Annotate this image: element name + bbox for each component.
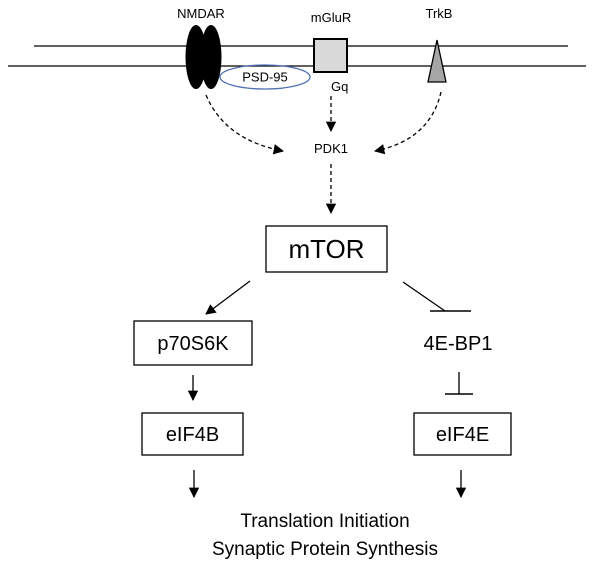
pdk1-label: PDK1 — [314, 141, 348, 156]
cell-membrane — [8, 45, 586, 67]
mglur-receptor — [313, 38, 348, 73]
trkb-to-pdk1-arrow — [373, 91, 442, 155]
eif4b-box — [141, 412, 244, 456]
eif4b-label: eIF4B — [166, 424, 219, 446]
psd95-scaffold — [219, 64, 311, 90]
outcome-line-2: Synaptic Protein Synthesis — [212, 539, 438, 560]
gq-label: Gq — [331, 79, 348, 94]
4ebp1-label: 4E-BP1 — [424, 333, 493, 355]
mglur-label: mGluR — [311, 10, 351, 25]
nmdar-subunit-right — [200, 25, 222, 89]
mtor-label: mTOR — [288, 234, 364, 264]
psd95-label: PSD-95 — [242, 70, 288, 85]
p70s6k-label: p70S6K — [157, 333, 229, 355]
mtor-inhibits-4ebp1-line — [402, 281, 446, 312]
nmdar-to-pdk1-arrow — [205, 94, 285, 155]
nmdar-receptor — [185, 25, 222, 89]
p70s6k-box — [133, 320, 253, 366]
eif4e-label: eIF4E — [436, 424, 489, 446]
trkb-receptor — [427, 39, 447, 83]
trkb-label: TrkB — [426, 6, 453, 21]
nmdar-label: NMDAR — [177, 6, 225, 21]
mtor-box — [265, 225, 388, 273]
eif4e-box — [413, 412, 512, 456]
nmdar-subunit-left — [185, 25, 207, 89]
mtor-to-p70s6k-arrow — [205, 280, 251, 315]
outcome-line-1: Translation Initiation — [240, 511, 409, 532]
